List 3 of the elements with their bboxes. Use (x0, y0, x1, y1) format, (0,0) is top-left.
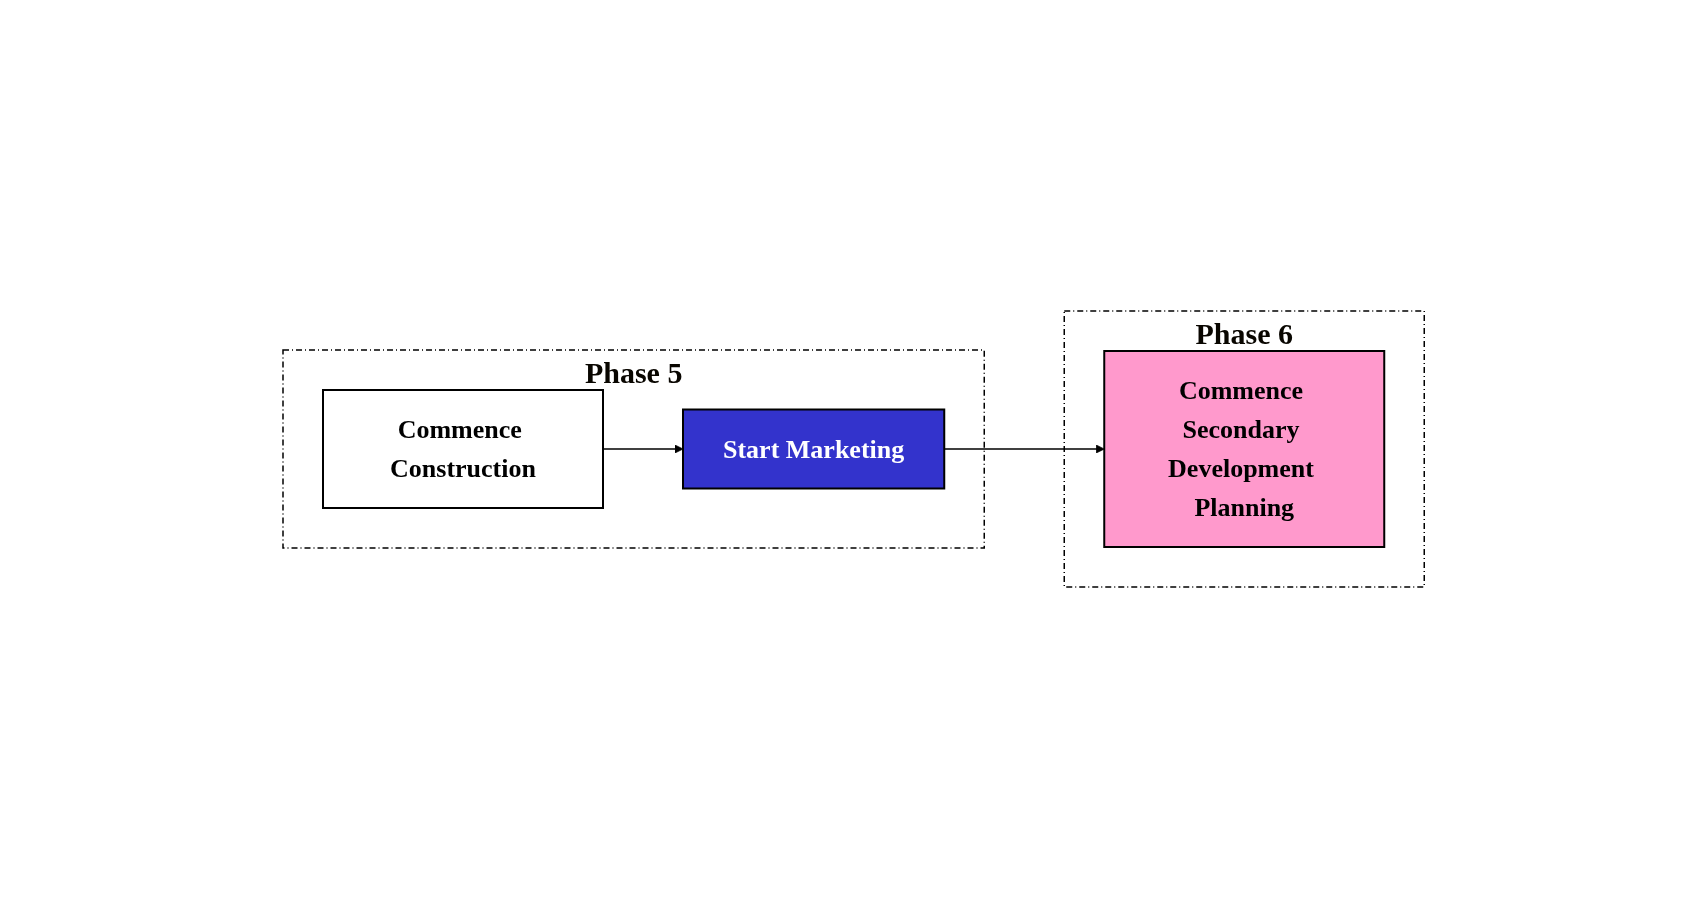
node-box: Start Marketing (682, 408, 946, 490)
node-box: Commence Construction (322, 389, 605, 509)
node-box: Commence Secondary Development Planning (1103, 350, 1386, 548)
